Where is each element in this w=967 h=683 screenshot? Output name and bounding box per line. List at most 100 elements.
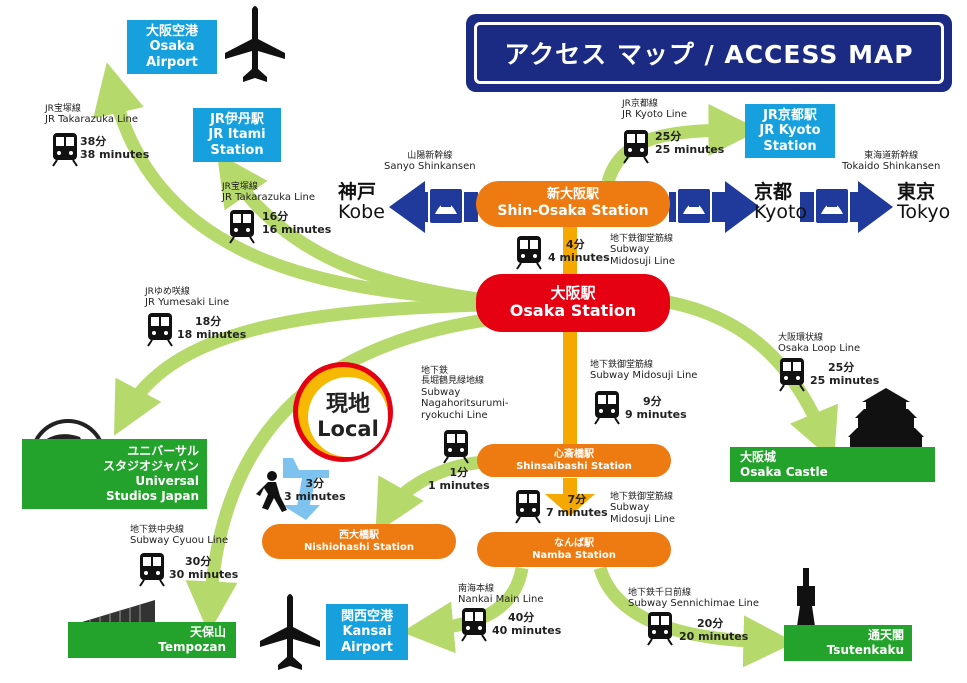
- destination-en: JR Itami: [208, 127, 266, 143]
- walk-arrow: [283, 458, 329, 512]
- line-en: Osaka Loop Line: [778, 343, 861, 355]
- route-arrow-nishiohashi: [375, 455, 486, 534]
- station-namba[interactable]: なんば駅 Namba Station: [477, 532, 671, 567]
- route-arrow-kyoto-station: [601, 104, 761, 185]
- time-en: 20 minutes: [679, 629, 749, 643]
- route-bar-shinosaka-osaka: [563, 226, 577, 276]
- route-arrow-kansai: [401, 566, 529, 654]
- label-line-yumesaki: JRゆめ咲線 JR Yumesaki Line: [145, 287, 229, 309]
- train-icon: [779, 358, 805, 392]
- destination-tsutenkaku[interactable]: 通天閣 Tsutenkaku: [784, 625, 912, 661]
- destination-osaka-airport[interactable]: 大阪空港 Osaka Airport: [127, 20, 217, 74]
- city-jp: 神戸: [338, 181, 377, 203]
- destination-en: Tsutenkaku: [826, 643, 904, 657]
- station-osaka[interactable]: 大阪駅 Osaka Station: [476, 274, 670, 332]
- station-jp: 大阪駅: [550, 284, 596, 303]
- city-en: Kobe: [338, 200, 385, 223]
- destination-jp: JR京都駅: [763, 107, 817, 123]
- time-en: 3 minutes: [284, 489, 346, 503]
- destination-kansai-airport[interactable]: 関西空港 Kansai Airport: [326, 604, 408, 660]
- station-shinsaibashi[interactable]: 心斎橋駅 Shinsaibashi Station: [477, 444, 671, 477]
- city-kobe: 神戸 Kobe: [338, 181, 385, 223]
- time-en: 25 minutes: [810, 373, 880, 387]
- station-en: Osaka Station: [509, 301, 637, 321]
- time-jp: 20分: [697, 617, 724, 630]
- city-jp: 京都: [754, 181, 793, 203]
- destination-usj[interactable]: ユニバーサル スタジオジャパン Universal Studios Japan: [22, 439, 207, 509]
- destination-en: Universal: [135, 474, 199, 488]
- label-line-midosuji-1: 地下鉄御堂筋線 Subway Midosuji Line: [610, 234, 675, 267]
- time-jp: 25分: [828, 361, 855, 374]
- city-tokyo: 東京 Tokyo: [897, 182, 950, 223]
- time-nankai: 40分 40 minutes: [492, 611, 562, 637]
- destination-osaka-castle[interactable]: 大阪城 Osaka Castle: [730, 447, 935, 482]
- destination-jp: ユニバーサル: [127, 444, 199, 458]
- line-jp: JR京都線: [622, 99, 658, 109]
- station-jp: 西大橋駅: [339, 530, 379, 541]
- station-en: Shin-Osaka Station: [497, 203, 649, 220]
- label-line-sennichimae: 地下鉄千日前線 Subway Sennichimae Line: [628, 588, 759, 610]
- label-line-loop: 大阪環状線 Osaka Loop Line: [778, 333, 860, 355]
- station-nishiohashi[interactable]: 西大橋駅 Nishiohashi Station: [262, 524, 456, 559]
- destination-tempozan[interactable]: 天保山 Tempozan: [68, 622, 236, 658]
- station-jp: なんば駅: [554, 538, 594, 549]
- page-title: アクセス マップ / ACCESS MAP: [474, 22, 944, 84]
- destination-jr-itami[interactable]: JR伊丹駅 JR Itami Station: [193, 108, 281, 162]
- line-jp: 長堀鶴見緑地線: [421, 376, 485, 387]
- time-en: 16 minutes: [262, 222, 332, 236]
- walking-person-icon: [256, 471, 287, 512]
- train-icon: [516, 236, 542, 270]
- shinkansen-icon: [814, 187, 850, 225]
- line-en: JR Takarazuka Line: [222, 192, 315, 204]
- destination-jp: 大阪空港: [145, 23, 198, 39]
- line-en: JR Takarazuka Line: [45, 114, 138, 126]
- station-en: Nishiohashi Station: [304, 541, 414, 553]
- time-itami: 16分 16 minutes: [262, 210, 332, 236]
- train-icon: [647, 612, 673, 646]
- time-jp: 16分: [262, 210, 289, 223]
- destination-jp: 天保山: [189, 625, 226, 639]
- time-airport: 38分 38 minutes: [80, 135, 150, 161]
- route-arrowhead-namba: [545, 494, 595, 516]
- line-jp: 大阪環状線: [778, 333, 824, 343]
- destination-en: Airport: [146, 54, 198, 70]
- local-jp: 現地: [325, 392, 370, 418]
- time-chuo: 30分 30 minutes: [169, 555, 238, 581]
- destination-jp: JR伊丹駅: [210, 111, 264, 127]
- city-en: Kyoto: [754, 200, 808, 223]
- train-icon: [147, 313, 173, 347]
- time-midosuji-3: 7分 7 minutes: [546, 493, 608, 519]
- destination-en: Studios Japan: [106, 489, 199, 503]
- train-icon: [139, 553, 165, 587]
- time-en: 38 minutes: [80, 147, 150, 161]
- route-arrow-usj: [114, 298, 486, 436]
- time-jp: 9分: [643, 395, 662, 408]
- line-en: Subway: [610, 244, 650, 256]
- line-en: Tokaido Shinkansen: [842, 161, 941, 173]
- time-jp: 40分: [508, 611, 535, 624]
- line-jp: 地下鉄御堂筋線: [610, 234, 674, 244]
- destination-en: Osaka: [149, 39, 195, 55]
- route-arrow-osaka-airport: [93, 62, 486, 307]
- local-badge: 現地 Local: [293, 362, 393, 462]
- line-en: ryokuchi Line: [421, 409, 488, 421]
- line-en: Subway Cyuou Line: [130, 535, 229, 547]
- station-shin-osaka[interactable]: 新大阪駅 Shin-Osaka Station: [476, 181, 670, 227]
- time-jp: 38分: [80, 135, 107, 148]
- destination-jr-kyoto[interactable]: JR京都駅 JR Kyoto Station: [745, 104, 835, 158]
- line-en: Subway Midosuji Line: [590, 370, 698, 382]
- time-en: 40 minutes: [492, 623, 562, 637]
- badge-ring: 現地 Local: [298, 367, 388, 457]
- time-en: 7 minutes: [546, 505, 608, 519]
- line-en: Subway: [421, 386, 461, 398]
- label-line-nagahori: 地下鉄 長堀鶴見緑地線 Subway Nagahoritsurumi- ryok…: [421, 366, 508, 421]
- destination-en: Osaka Castle: [740, 464, 828, 479]
- plane-icon: [260, 594, 320, 670]
- label-line-kyoto: JR京都線 JR Kyoto Line: [622, 99, 687, 121]
- destination-en: Tempozan: [158, 640, 226, 654]
- local-en: Local: [317, 416, 379, 441]
- label-line-midosuji-3: 地下鉄御堂筋線 Subway Midosuji Line: [610, 492, 675, 525]
- destination-en: Kansai: [342, 624, 392, 640]
- label-sanyo-shinkansen: 山陽新幹線 Sanyo Shinkansen: [384, 151, 476, 173]
- shinkansen-icon: [428, 187, 464, 225]
